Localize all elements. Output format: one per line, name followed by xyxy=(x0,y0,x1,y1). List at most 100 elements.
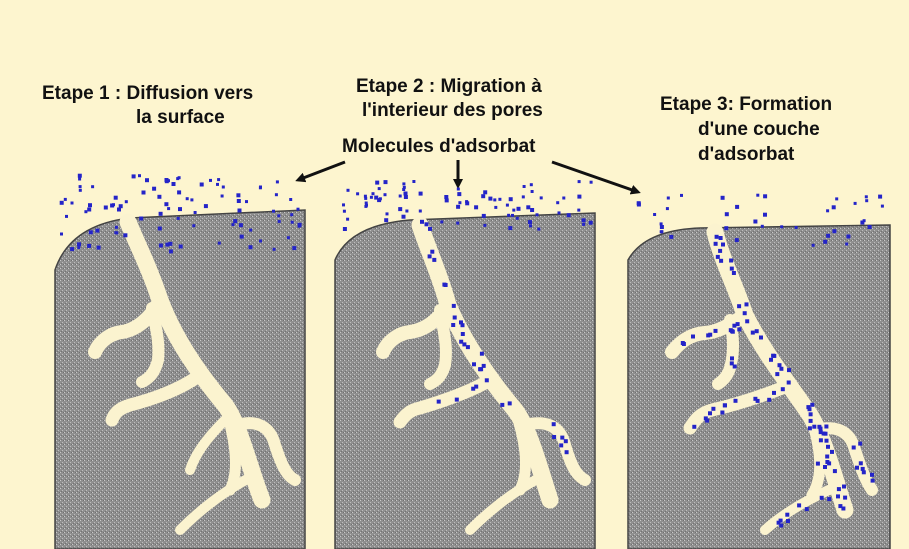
molecule xyxy=(142,191,146,195)
molecule xyxy=(430,250,434,254)
molecule xyxy=(660,230,663,233)
molecule xyxy=(405,210,408,213)
molecule xyxy=(824,425,828,429)
molecule xyxy=(517,207,521,211)
step2-label-line2: l'interieur des pores xyxy=(362,99,543,122)
molecule xyxy=(823,240,827,244)
molecule xyxy=(343,210,346,213)
molecule xyxy=(457,188,460,191)
molecule xyxy=(858,442,862,446)
molecule xyxy=(526,205,530,209)
molecule xyxy=(292,246,296,250)
molecule xyxy=(384,180,388,184)
molecule xyxy=(781,387,785,391)
molecule xyxy=(862,470,866,474)
molecule xyxy=(272,210,275,213)
molecule xyxy=(832,205,836,209)
molecule xyxy=(432,258,436,262)
molecule xyxy=(704,416,708,420)
molecule xyxy=(159,244,163,248)
molecule xyxy=(589,221,593,225)
molecule xyxy=(809,412,813,416)
molecule xyxy=(753,220,757,224)
molecule xyxy=(158,227,162,231)
molecule xyxy=(356,192,359,195)
molecule xyxy=(71,202,74,205)
molecule xyxy=(87,208,91,212)
molecule xyxy=(176,177,179,180)
molecule xyxy=(289,198,292,201)
molecule xyxy=(278,220,281,223)
molecule xyxy=(375,181,379,185)
molecule xyxy=(78,174,82,178)
molecule xyxy=(730,356,734,360)
step1-label-line2: la surface xyxy=(136,106,225,129)
molecule xyxy=(729,259,733,263)
molecule xyxy=(865,195,868,198)
molecule xyxy=(761,225,764,228)
molecule xyxy=(723,403,727,407)
molecule xyxy=(836,494,840,498)
molecule xyxy=(719,259,723,263)
molecule xyxy=(772,354,776,358)
molecule xyxy=(734,399,738,403)
molecule xyxy=(666,207,669,210)
molecule xyxy=(868,225,872,229)
molecule xyxy=(200,183,204,187)
molecule xyxy=(152,187,156,191)
molecule xyxy=(222,186,225,189)
molecule xyxy=(474,205,478,209)
molecule xyxy=(724,226,728,230)
molecule xyxy=(346,218,349,221)
molecule xyxy=(290,213,293,216)
molecule xyxy=(715,235,719,239)
molecule xyxy=(87,244,91,248)
molecule xyxy=(830,450,834,454)
molecule xyxy=(812,244,815,247)
molecule xyxy=(372,192,375,195)
molecule xyxy=(78,178,81,181)
molecule xyxy=(637,203,641,207)
molecule xyxy=(711,407,715,411)
molecule xyxy=(511,214,514,217)
molecule xyxy=(194,211,197,214)
arrow-to-step1 xyxy=(298,162,345,180)
molecule xyxy=(512,209,515,212)
molecule xyxy=(808,426,812,430)
molecule xyxy=(259,186,262,189)
molecule xyxy=(451,323,455,327)
molecule xyxy=(871,479,875,483)
molecule xyxy=(506,204,509,207)
molecule xyxy=(730,361,734,365)
panel-step-3 xyxy=(628,225,890,549)
molecule xyxy=(114,196,118,200)
molecule xyxy=(139,217,143,221)
molecule xyxy=(177,217,180,220)
molecule xyxy=(60,233,63,236)
molecule xyxy=(556,201,559,204)
panel-step-1 xyxy=(55,210,305,549)
molecule xyxy=(721,196,725,200)
molecule xyxy=(70,247,74,251)
molecule xyxy=(537,228,540,231)
molecule xyxy=(84,210,87,213)
molecule xyxy=(164,202,168,206)
molecule xyxy=(480,352,484,356)
molecule xyxy=(488,197,492,201)
molecule xyxy=(786,519,790,523)
molecule xyxy=(465,201,469,205)
molecule xyxy=(745,302,749,306)
molecule xyxy=(485,378,489,382)
molecule xyxy=(298,225,301,228)
step3-label-line3: d'adsorbat xyxy=(698,143,794,166)
molecule xyxy=(865,199,868,202)
molecule xyxy=(669,235,673,239)
molecule xyxy=(79,185,82,188)
molecule xyxy=(881,205,884,208)
molecule xyxy=(412,180,415,183)
molecule xyxy=(483,190,487,194)
molecule xyxy=(209,179,212,182)
molecule xyxy=(870,473,874,477)
molecule xyxy=(826,445,830,449)
molecule xyxy=(472,362,476,366)
